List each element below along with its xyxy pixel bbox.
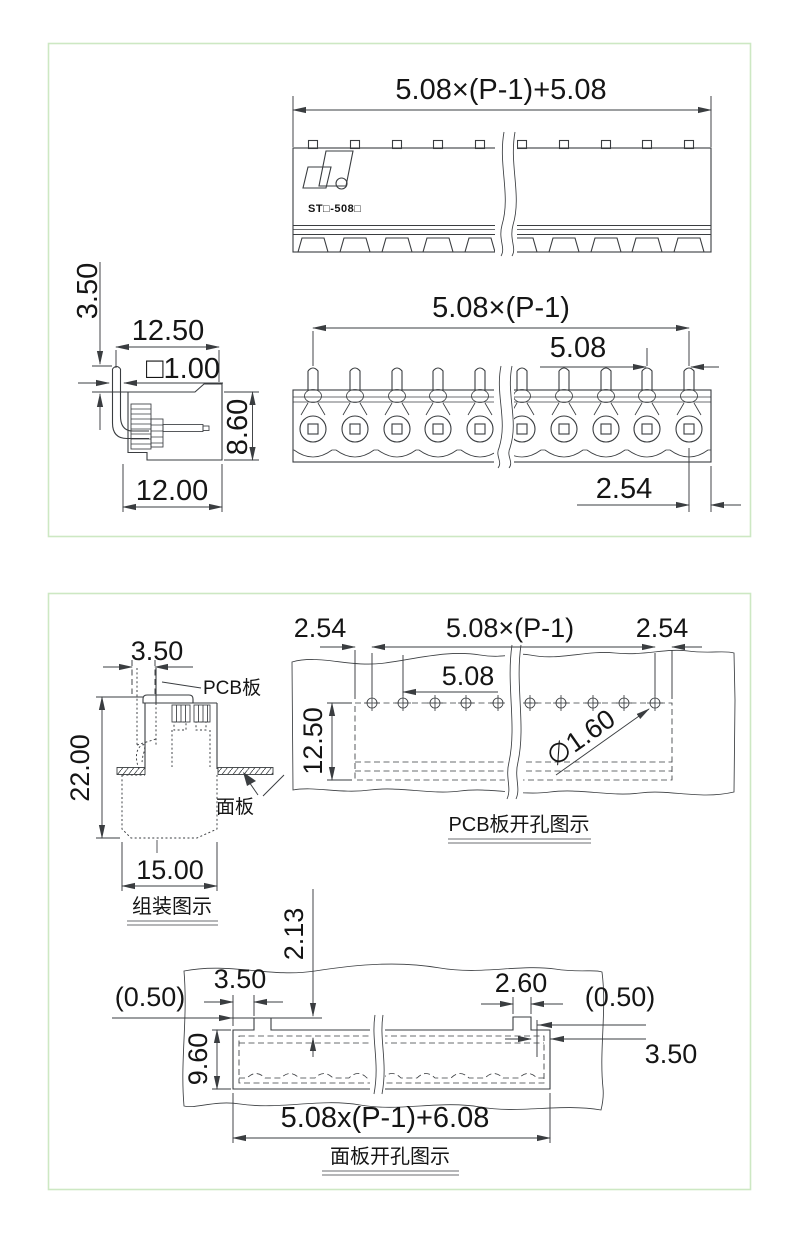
dim-pitch: 5.08 [550, 332, 606, 364]
label-front-panel: 面板 [216, 796, 254, 818]
pcb-view-caption: PCB板开孔图示 [448, 813, 589, 836]
label-pcb-board: PCB板 [203, 677, 261, 699]
dim-total-width: 5.08×(P-1)+5.08 [395, 74, 606, 106]
dim-body-height: 8.60 [222, 399, 254, 455]
bottom-view-pins [299, 367, 703, 443]
cutout-caption: 面板开孔图示 [330, 1145, 450, 1168]
dim-edge-right: 2.54 [636, 613, 689, 643]
dim-hole-depth: 12.50 [298, 707, 328, 775]
assembly-contact-teeth [171, 704, 211, 731]
assembly-view: 3.50 22.00 15. [65, 636, 285, 926]
panel-pointer-arrow-icon [243, 772, 256, 786]
panel-top-frame [47, 42, 752, 538]
bottom-view: 5.08×(P-1) 5.08 2.54 [292, 292, 741, 512]
dim-hole-span: 5.08×(P-1) [446, 613, 574, 643]
dim-depth-top: 12.50 [132, 315, 205, 347]
dim-cutout-height: 9.60 [183, 1033, 213, 1086]
dim-edge-right: 3.50 [645, 1039, 698, 1069]
part-number: ST□-508□ [308, 203, 361, 215]
pcb-holes [364, 695, 663, 711]
dim-cutout-width: 5.08x(P-1)+6.08 [281, 1102, 490, 1134]
brand-logo-icon [302, 150, 354, 190]
cutout-scallop-line [239, 1073, 544, 1079]
assembly-caption: 组装图示 [132, 895, 212, 918]
side-view-contact-stack [130, 403, 210, 450]
dim-hole-pitch: 5.08 [442, 661, 495, 691]
panel-cutout-view: 2.13 3.50 (0.50) 2.60 (0.50) 3.50 9.60 5… [112, 889, 698, 1176]
front-view-bottom-tabs [297, 237, 705, 253]
pcb-hole-view: 2.54 5.08×(P-1) 2.54 5.08 12.50 ∅1.60 PC… [291, 613, 736, 844]
dim-ref-right: (0.50) [585, 982, 656, 1012]
dim-pcb-thickness: 3.50 [131, 636, 184, 666]
front-view: 5.08×(P-1)+5.08 ST□-508□ [292, 74, 712, 260]
dim-notch-left: 3.50 [214, 964, 267, 994]
dim-step: 2.13 [279, 908, 309, 961]
front-view-top-lugs [307, 139, 695, 150]
dim-pin-span: 5.08×(P-1) [432, 292, 570, 324]
dim-pin-extension: 3.50 [72, 263, 104, 319]
dim-edge-left: 2.54 [294, 613, 347, 643]
panel-bottom-frame [47, 592, 752, 1191]
dim-end-offset: 2.54 [596, 473, 652, 505]
dim-depth-bottom: 12.00 [136, 475, 209, 507]
dim-pin-square: □1.00 [146, 353, 220, 385]
side-view: 3.50 12.50 □1.00 8.60 12.00 [72, 262, 259, 512]
mounting-panel-hatch [116, 767, 274, 775]
dim-assembly-height: 22.00 [65, 734, 95, 802]
dim-ref-left: (0.50) [115, 982, 186, 1012]
dim-notch-right: 2.60 [495, 968, 548, 998]
dim-assembly-width: 15.00 [136, 855, 204, 885]
